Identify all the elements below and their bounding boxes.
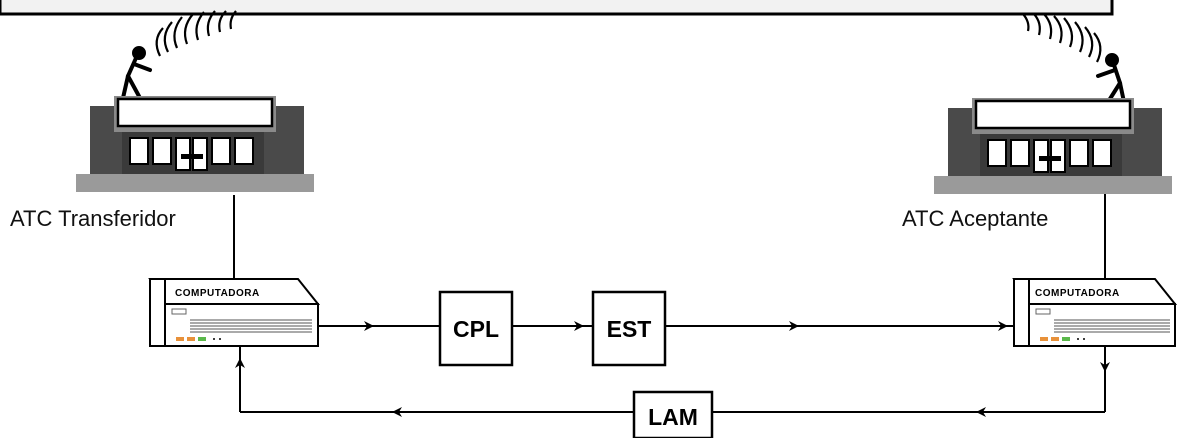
lam-label: LAM <box>648 404 698 430</box>
left-station-label: ATC Transferidor <box>10 206 176 231</box>
right-computer-label: COMPUTADORA <box>1035 288 1120 299</box>
left-antenna-icon <box>121 46 152 100</box>
left-computer: COMPUTADORA <box>148 278 321 347</box>
right-radio-waves-icon <box>1022 13 1102 63</box>
lam-box: LAM <box>632 390 714 438</box>
cpl-box: CPL <box>438 290 514 367</box>
left-computer-label: COMPUTADORA <box>175 288 260 299</box>
cpl-label: CPL <box>453 316 499 342</box>
right-antenna-icon <box>1096 53 1126 104</box>
top-banner-box <box>0 0 1114 16</box>
right-atc-building <box>934 13 1172 194</box>
est-label: EST <box>607 316 652 342</box>
right-computer: COMPUTADORA <box>1012 278 1177 347</box>
left-atc-building <box>76 10 314 192</box>
right-station-label: ATC Aceptante <box>902 206 1049 231</box>
left-radio-waves-icon <box>155 10 237 57</box>
est-box: EST <box>591 290 667 367</box>
